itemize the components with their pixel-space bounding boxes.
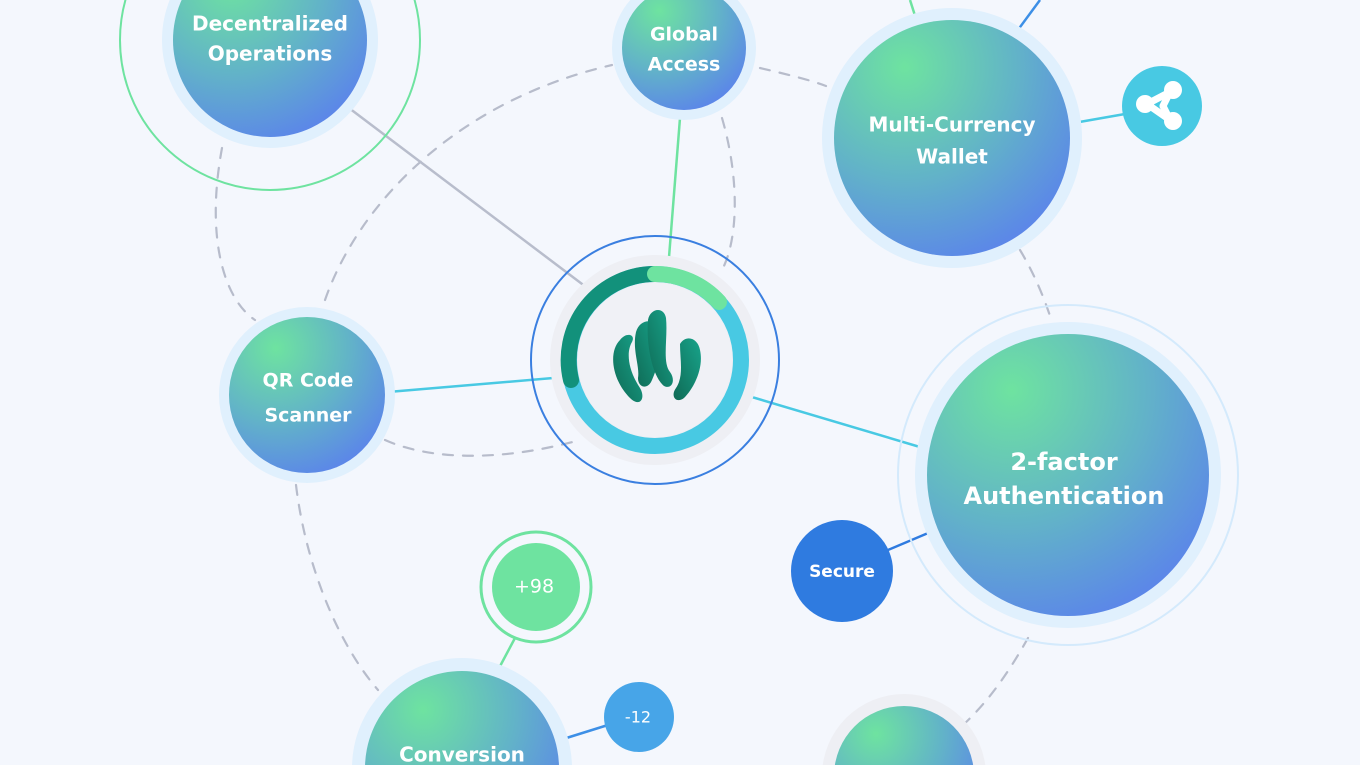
dashed-orbit-paths bbox=[214, 63, 1054, 727]
dash-qr-to-global bbox=[323, 63, 614, 302]
bubble bbox=[229, 317, 385, 473]
node-label-line2: Wallet bbox=[916, 145, 988, 169]
dash-global-to-wallet bbox=[758, 66, 828, 88]
node-label-line2: Operations bbox=[208, 42, 333, 66]
badge-circle bbox=[492, 543, 580, 631]
dash-global-to-hub bbox=[720, 116, 736, 272]
orbit-ring bbox=[897, 304, 1239, 646]
minus-12-label: -12 bbox=[625, 708, 651, 727]
ripple-badge[interactable] bbox=[1122, 66, 1202, 146]
node-label-line1: Global bbox=[650, 24, 718, 46]
line-decentral-hub bbox=[344, 104, 591, 291]
badge-circle bbox=[791, 520, 893, 622]
node-2-factor-authentication[interactable]: 2-factor Authentication bbox=[897, 304, 1239, 646]
node-bottom-right[interactable] bbox=[822, 694, 986, 765]
node-global-access[interactable]: Global Access bbox=[612, 0, 756, 120]
line-conversion-minus bbox=[559, 723, 609, 742]
node-decentralized-operations[interactable]: Decentralized Operations bbox=[119, 0, 421, 191]
node-label-line1: QR Code bbox=[263, 370, 354, 392]
ripple-xrp-icon bbox=[1136, 81, 1182, 130]
bubble bbox=[834, 20, 1070, 256]
dash-qr-to-conversion bbox=[294, 483, 380, 692]
line-global-hub bbox=[666, 117, 682, 271]
node-label-line2: Access bbox=[648, 54, 721, 76]
ring-green-segment bbox=[647, 265, 727, 310]
dash-wallet-to-2fa bbox=[1018, 248, 1054, 324]
secure-label: Secure bbox=[809, 562, 875, 582]
line-conversion-plus bbox=[496, 637, 517, 671]
plus-98-label: +98 bbox=[514, 576, 554, 598]
node-label-line2: Scanner bbox=[264, 405, 352, 427]
line-qr-hub bbox=[387, 375, 566, 394]
center-hub[interactable] bbox=[530, 235, 780, 485]
bubble bbox=[834, 706, 974, 765]
line-hub-2fa bbox=[744, 393, 931, 452]
minus-12-badge[interactable]: -12 bbox=[604, 682, 674, 752]
orbit-ring bbox=[119, 0, 421, 191]
hub-outer-ring bbox=[530, 235, 780, 485]
node-label-line1: Conversion bbox=[399, 743, 525, 765]
bubble bbox=[927, 334, 1209, 616]
bubble bbox=[173, 0, 367, 137]
node-label-line2: Authentication bbox=[964, 482, 1165, 510]
badge-circle bbox=[604, 682, 674, 752]
node-label-line1: Decentralized bbox=[192, 12, 348, 36]
node-conversion[interactable]: Conversion bbox=[352, 658, 572, 765]
plus-98-badge[interactable]: +98 bbox=[479, 530, 593, 644]
node-multi-currency-wallet[interactable]: Multi-Currency Wallet bbox=[822, 8, 1082, 268]
secure-badge[interactable]: Secure bbox=[791, 520, 893, 622]
dash-decentral-to-qr bbox=[214, 146, 257, 322]
dash-2fa-to-bottom bbox=[961, 636, 1030, 727]
ring-dark-teal-segment bbox=[560, 265, 663, 388]
node-label-line1: Multi-Currency bbox=[868, 113, 1035, 137]
bubble bbox=[365, 671, 559, 765]
stylized-leaf-logo-icon bbox=[613, 309, 701, 403]
bubble bbox=[622, 0, 746, 110]
node-qr-code-scanner[interactable]: QR Code Scanner bbox=[219, 307, 395, 483]
dash-qr-to-hub bbox=[383, 438, 582, 457]
node-label-line1: 2-factor bbox=[1010, 448, 1117, 476]
